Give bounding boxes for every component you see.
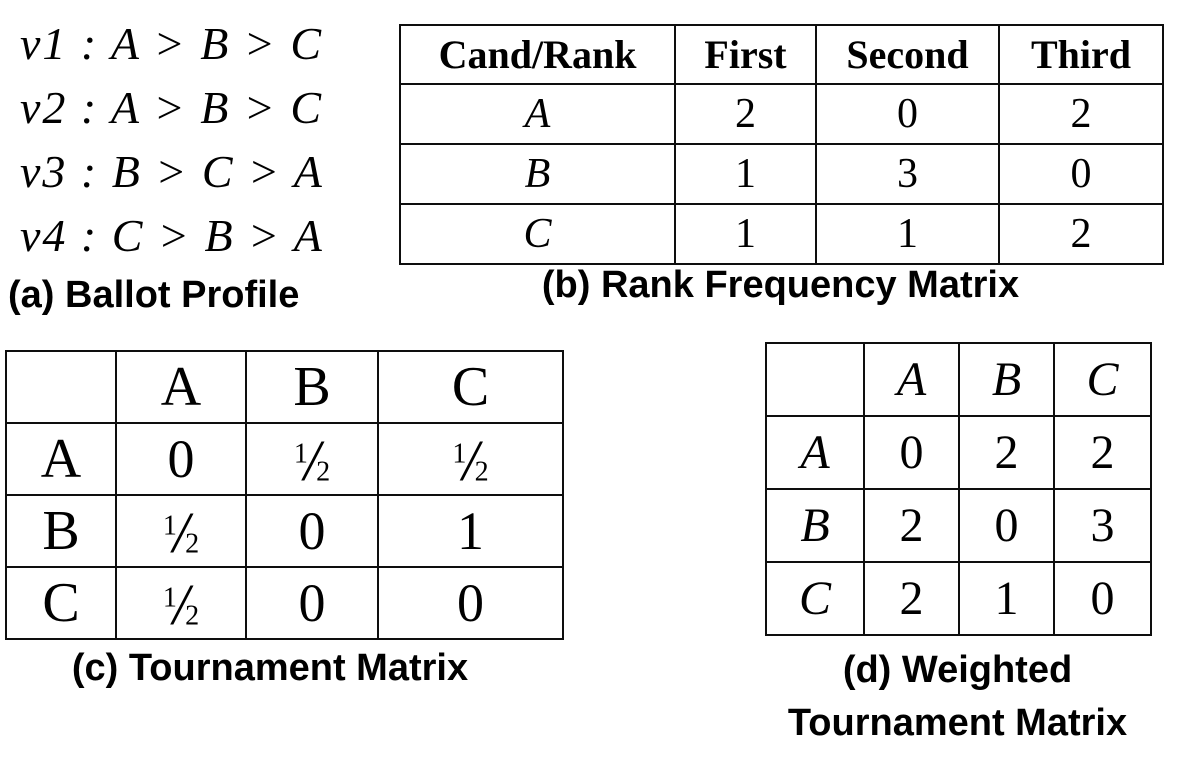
matrix-cell: 1/2 (377, 422, 564, 496)
matrix-cell: 2 (958, 415, 1055, 490)
table-header-row: A B C (765, 342, 1152, 417)
table-row: A 0 1/2 1/2 (5, 422, 564, 496)
row-label-b: B (399, 143, 676, 205)
column-header-third: Third (998, 24, 1164, 85)
ballot-line-v3: v3 : B > C > A (20, 146, 324, 197)
column-header-b: B (245, 350, 379, 424)
ballot-line-v4: v4 : C > B > A (20, 210, 324, 261)
column-header-c: C (377, 350, 564, 424)
matrix-cell: 1 (958, 561, 1055, 636)
matrix-cell: 2 (863, 561, 960, 636)
row-label-c: C (765, 561, 865, 636)
weighted-tournament-matrix-table: A B C A 0 2 2 B 2 0 3 C 2 1 0 (765, 342, 1152, 636)
matrix-cell: 0 (377, 566, 564, 640)
matrix-cell: 1/2 (115, 494, 247, 568)
matrix-cell: 1 (815, 203, 1000, 265)
matrix-cell: 0 (1053, 561, 1152, 636)
panel-b-caption: (b) Rank Frequency Matrix (541, 264, 1020, 306)
matrix-cell: 3 (815, 143, 1000, 205)
matrix-cell: 0 (815, 83, 1000, 145)
column-header-first: First (674, 24, 817, 85)
column-header-second: Second (815, 24, 1000, 85)
table-row: C 1/2 0 0 (5, 566, 564, 640)
table-row: A 0 2 2 (765, 415, 1152, 490)
row-label-c: C (399, 203, 676, 265)
column-header-c: C (1053, 342, 1152, 417)
ballot-line-v1: v1 : A > B > C (20, 18, 324, 69)
matrix-cell: 2 (674, 83, 817, 145)
matrix-cell: 0 (245, 566, 379, 640)
matrix-cell: 0 (863, 415, 960, 490)
table-row: C 2 1 0 (765, 561, 1152, 636)
panel-d-caption: (d) Weighted Tournament Matrix (765, 644, 1150, 750)
matrix-cell: 1/2 (245, 422, 379, 496)
matrix-cell: 1 (377, 494, 564, 568)
matrix-cell: 1 (674, 143, 817, 205)
row-label-a: A (399, 83, 676, 145)
matrix-cell: 1 (674, 203, 817, 265)
table-header-row: Cand/Rank First Second Third (399, 24, 1164, 85)
matrix-cell: 0 (958, 488, 1055, 563)
matrix-cell: 0 (115, 422, 247, 496)
matrix-cell: 0 (245, 494, 379, 568)
panel-d-caption-line1: (d) Weighted (842, 649, 1073, 691)
column-header-b: B (958, 342, 1055, 417)
column-header-cand-rank: Cand/Rank (399, 24, 676, 85)
tournament-matrix-table: A B C A 0 1/2 1/2 B 1/2 0 1 C 1/2 0 0 (5, 350, 564, 640)
column-header-a: A (863, 342, 960, 417)
table-row: C 1 1 2 (399, 203, 1164, 265)
panel-a-caption: (a) Ballot Profile (8, 274, 300, 316)
matrix-cell: 3 (1053, 488, 1152, 563)
panel-c-caption: (c) Tournament Matrix (71, 647, 469, 689)
ballot-line-v2: v2 : A > B > C (20, 82, 324, 133)
matrix-cell: 2 (1053, 415, 1152, 490)
row-label-c: C (5, 566, 117, 640)
matrix-cell: 2 (998, 83, 1164, 145)
table-row: B 1/2 0 1 (5, 494, 564, 568)
matrix-cell: 2 (863, 488, 960, 563)
rank-frequency-table: Cand/Rank First Second Third A 2 0 2 B 1… (399, 24, 1164, 265)
row-label-b: B (765, 488, 865, 563)
table-row: B 2 0 3 (765, 488, 1152, 563)
table-header-row: A B C (5, 350, 564, 424)
matrix-cell: 1/2 (115, 566, 247, 640)
column-header-a: A (115, 350, 247, 424)
row-label-a: A (5, 422, 117, 496)
corner-cell (765, 342, 865, 417)
table-row: B 1 3 0 (399, 143, 1164, 205)
ballot-profile-panel: v1 : A > B > C v2 : A > B > C v3 : B > C… (20, 12, 324, 268)
corner-cell (5, 350, 117, 424)
row-label-b: B (5, 494, 117, 568)
matrix-cell: 2 (998, 203, 1164, 265)
matrix-cell: 0 (998, 143, 1164, 205)
row-label-a: A (765, 415, 865, 490)
panel-d-caption-line2: Tournament Matrix (787, 702, 1128, 744)
table-row: A 2 0 2 (399, 83, 1164, 145)
